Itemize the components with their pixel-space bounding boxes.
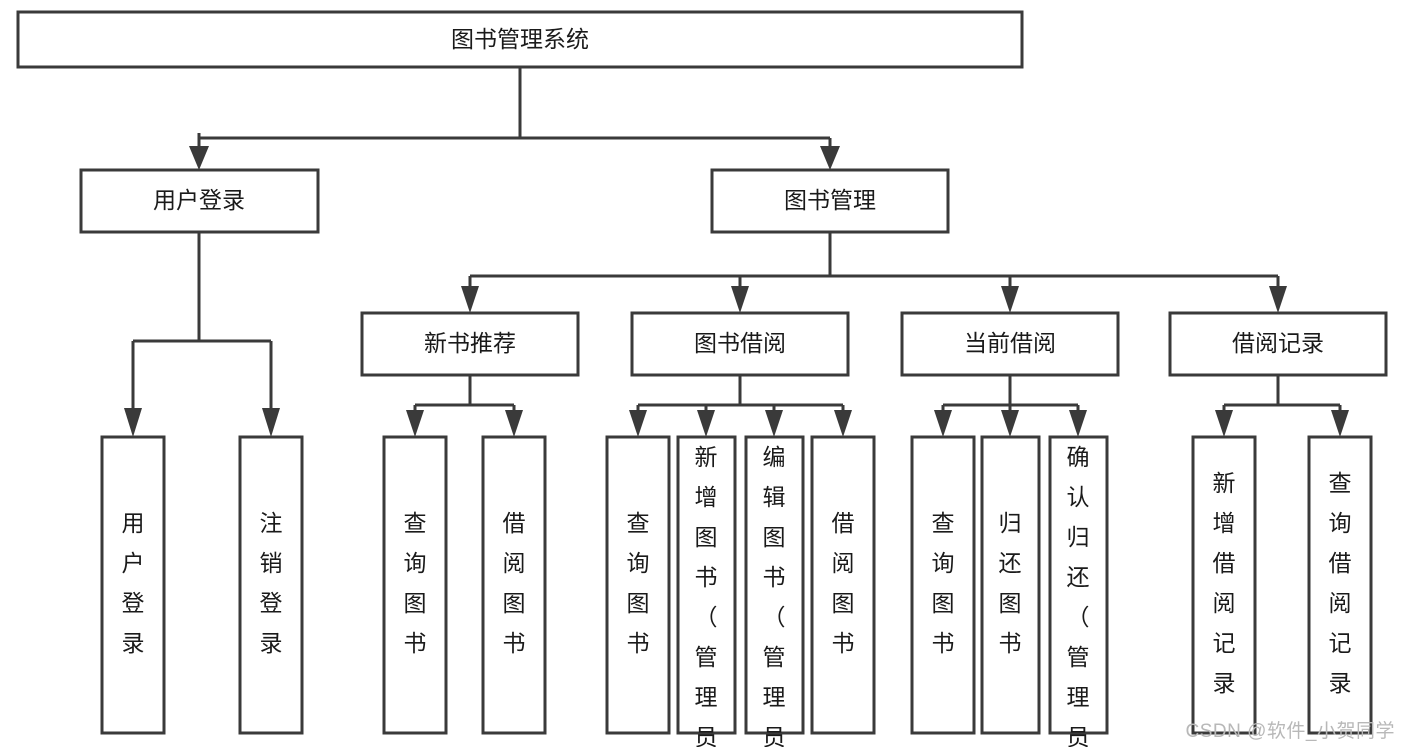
node-borrow-record-box[interactable] — [1168, 311, 1388, 377]
node-leaf-borrow-book-1[interactable]: 借阅图书 — [481, 435, 547, 735]
node-leaf-query-record-label: 查询借阅记录 — [1329, 470, 1352, 696]
node-borrow-record-label: 借阅记录 — [1232, 330, 1324, 356]
node-leaf-edit-book-box[interactable] — [744, 435, 805, 735]
node-current-borrow-box[interactable] — [900, 311, 1120, 377]
node-leaf-query-book-3-box[interactable] — [910, 435, 976, 735]
node-leaf-borrow-book-2-label: 借阅图书 — [832, 510, 855, 656]
node-leaf-confirm-return[interactable]: 确认归还（管理员） — [1048, 435, 1109, 747]
node-root[interactable]: 图书管理系统 — [16, 10, 1024, 69]
arrowhead-leaf-return-book — [1001, 410, 1019, 437]
arrowhead-leaf-query-record — [1331, 410, 1349, 437]
leaf-node-group: 用户登录 注销登录 查询图书 借阅图书 查询图书 新增图书（管理员） 编辑图书（… — [100, 435, 1373, 747]
node-leaf-query-book-3[interactable]: 查询图书 — [910, 435, 976, 735]
node-leaf-logout-label: 注销登录 — [260, 510, 283, 656]
node-book-borrow[interactable]: 图书借阅 — [630, 311, 850, 377]
node-leaf-logout[interactable]: 注销登录 — [238, 435, 304, 735]
node-leaf-edit-book-label: 编辑图书（管理员） — [763, 444, 786, 747]
node-root-box[interactable] — [16, 10, 1024, 69]
node-user-login-box[interactable] — [79, 168, 320, 234]
node-leaf-confirm-return-box[interactable] — [1048, 435, 1109, 735]
node-leaf-logout-box[interactable] — [238, 435, 304, 735]
arrowhead-leaf-borrow-book-1 — [505, 410, 523, 437]
node-leaf-add-record-box[interactable] — [1191, 435, 1257, 735]
node-borrow-record[interactable]: 借阅记录 — [1168, 311, 1388, 377]
arrowhead-leaf-add-record — [1215, 410, 1233, 437]
arrowhead-leaf-borrow-book-2 — [834, 410, 852, 437]
arrowhead-current-borrow — [1001, 286, 1019, 313]
node-leaf-add-record-label: 新增借阅记录 — [1213, 470, 1236, 696]
node-current-borrow-label: 当前借阅 — [964, 330, 1056, 356]
node-root-label: 图书管理系统 — [451, 26, 589, 52]
arrowhead-book-management — [820, 146, 840, 170]
node-leaf-return-book-label: 归还图书 — [999, 510, 1022, 656]
node-new-book-recommend-label: 新书推荐 — [424, 330, 516, 356]
arrowhead-book-borrow — [731, 286, 749, 313]
node-book-management-box[interactable] — [710, 168, 950, 234]
node-leaf-query-book-1-label: 查询图书 — [404, 510, 427, 656]
node-leaf-add-record[interactable]: 新增借阅记录 — [1191, 435, 1257, 735]
node-current-borrow[interactable]: 当前借阅 — [900, 311, 1120, 377]
node-leaf-add-book[interactable]: 新增图书（管理员） — [676, 435, 737, 747]
arrowhead-user-login — [189, 146, 209, 170]
node-leaf-borrow-book-1-label: 借阅图书 — [503, 510, 526, 656]
node-book-management-label: 图书管理 — [784, 187, 876, 213]
node-user-login-label: 用户登录 — [153, 187, 245, 213]
node-leaf-query-book-2[interactable]: 查询图书 — [605, 435, 671, 735]
arrowhead-leaf-logout — [262, 408, 280, 437]
arrowhead-leaf-user-login — [124, 408, 142, 437]
arrowhead-leaf-query-book-1 — [406, 410, 424, 437]
node-leaf-borrow-book-2-box[interactable] — [810, 435, 876, 735]
node-new-book-recommend[interactable]: 新书推荐 — [360, 311, 580, 377]
arrowhead-leaf-query-book-2 — [629, 410, 647, 437]
node-leaf-user-login-label: 用户登录 — [122, 510, 145, 656]
node-leaf-query-book-3-label: 查询图书 — [932, 510, 955, 656]
node-leaf-edit-book[interactable]: 编辑图书（管理员） — [744, 435, 805, 747]
node-leaf-query-record[interactable]: 查询借阅记录 — [1307, 435, 1373, 735]
arrowhead-borrow-record — [1269, 286, 1287, 313]
node-leaf-query-book-2-label: 查询图书 — [627, 510, 650, 656]
arrowhead-leaf-query-book-3 — [934, 410, 952, 437]
node-leaf-query-book-1[interactable]: 查询图书 — [382, 435, 448, 735]
arrowhead-leaf-confirm-return — [1069, 410, 1087, 437]
arrowhead-new-book-recommend — [461, 286, 479, 313]
node-leaf-add-book-label: 新增图书（管理员） — [695, 444, 718, 747]
node-leaf-borrow-book-2[interactable]: 借阅图书 — [810, 435, 876, 735]
node-leaf-user-login-box[interactable] — [100, 435, 166, 735]
node-book-borrow-label: 图书借阅 — [694, 330, 786, 356]
node-leaf-confirm-return-label: 确认归还（管理员） — [1067, 444, 1090, 747]
connector-layer — [124, 67, 1349, 437]
node-user-login[interactable]: 用户登录 — [79, 168, 320, 234]
node-leaf-borrow-book-1-box[interactable] — [481, 435, 547, 735]
node-leaf-return-book-box[interactable] — [980, 435, 1041, 735]
node-leaf-query-book-1-box[interactable] — [382, 435, 448, 735]
node-leaf-query-book-2-box[interactable] — [605, 435, 671, 735]
arrowhead-leaf-edit-book — [765, 410, 783, 437]
node-leaf-query-record-box[interactable] — [1307, 435, 1373, 735]
arrowhead-leaf-add-book — [697, 410, 715, 437]
node-book-borrow-box[interactable] — [630, 311, 850, 377]
node-new-book-recommend-box[interactable] — [360, 311, 580, 377]
node-leaf-return-book[interactable]: 归还图书 — [980, 435, 1041, 735]
csdn-watermark: CSDN @软件_小贺同学 — [1185, 721, 1395, 742]
node-leaf-add-book-box[interactable] — [676, 435, 737, 735]
node-book-management[interactable]: 图书管理 — [710, 168, 950, 234]
node-leaf-user-login[interactable]: 用户登录 — [100, 435, 166, 735]
